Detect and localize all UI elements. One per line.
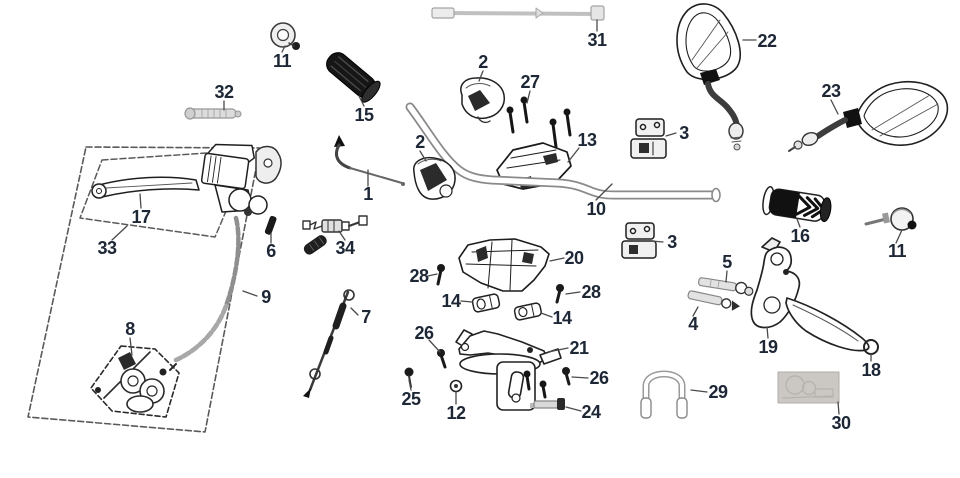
part-label-28: 28 xyxy=(581,282,601,302)
part-5-bolt-drawing xyxy=(697,277,754,296)
part-label-2: 2 xyxy=(478,52,488,72)
part-2-lower-switch-drawing xyxy=(413,156,456,200)
part-31-rod-drawing xyxy=(431,5,605,21)
part-21-stem-drawing xyxy=(455,329,562,411)
part-11-left-drawing xyxy=(270,22,300,50)
part-34-switch-drawing xyxy=(302,215,368,255)
part-15-grip-drawing xyxy=(326,52,381,103)
part-23-mirror-drawing xyxy=(788,80,949,152)
part-27-bolts-drawing xyxy=(506,96,529,134)
part-label-16: 16 xyxy=(790,226,810,246)
part-label-5: 5 xyxy=(722,252,732,272)
part-4-bolt-drawing xyxy=(687,290,740,311)
part-22-mirror-drawing xyxy=(676,3,744,151)
part-30-inset-drawing xyxy=(777,371,840,404)
part-28-bolts-drawing xyxy=(436,264,564,304)
leader-lines xyxy=(111,19,903,415)
part-11-right-drawing xyxy=(864,207,917,231)
part-label-11: 11 xyxy=(887,241,907,261)
part-label-21: 21 xyxy=(569,338,589,358)
part-label-26: 26 xyxy=(414,323,434,343)
part-label-15: 15 xyxy=(354,105,374,125)
part-label-25: 25 xyxy=(401,389,421,409)
part-label-31: 31 xyxy=(587,30,607,50)
part-label-23: 23 xyxy=(821,81,841,101)
part-6-pin-drawing xyxy=(264,215,277,235)
part-25-bolt-drawing xyxy=(404,367,414,388)
part-24-bolt-drawing xyxy=(530,398,565,410)
part-2-upper-switch-drawing xyxy=(460,77,506,124)
part-label-22: 22 xyxy=(757,31,777,51)
outer-detail-box xyxy=(27,146,261,433)
part-1-cable-drawing xyxy=(334,135,405,186)
part-label-29: 29 xyxy=(708,382,728,402)
part-label-10: 10 xyxy=(586,199,606,219)
part-18-lever-drawing xyxy=(785,297,879,355)
part-label-27: 27 xyxy=(520,72,540,92)
part-label-33: 33 xyxy=(97,238,117,258)
part-label-6: 6 xyxy=(266,241,276,261)
part-12-washer-drawing xyxy=(449,379,463,393)
part-14-spacers-drawing xyxy=(471,293,542,321)
part-label-12: 12 xyxy=(446,403,466,423)
part-label-2: 2 xyxy=(415,132,425,152)
part-label-28: 28 xyxy=(409,266,429,286)
part-3-upper-clamp-drawing xyxy=(630,118,667,159)
part-label-34: 34 xyxy=(335,238,355,258)
part-label-7: 7 xyxy=(361,307,371,327)
part-label-24: 24 xyxy=(581,402,601,422)
part-26-bolts-drawing xyxy=(437,349,571,386)
part-label-17: 17 xyxy=(131,207,151,227)
part-label-8: 8 xyxy=(125,319,135,339)
part-3-lower-clamp-drawing xyxy=(621,222,657,259)
inner-detail-box xyxy=(79,149,253,238)
part-32-bolt-drawing xyxy=(184,107,242,120)
part-17-lever-assembly-drawing xyxy=(91,143,282,216)
part-label-3: 3 xyxy=(667,232,677,252)
part-label-1: 1 xyxy=(363,184,373,204)
part-label-3: 3 xyxy=(679,123,689,143)
part-label-14: 14 xyxy=(552,308,572,328)
part-label-26: 26 xyxy=(589,368,609,388)
part-16-grip-drawing xyxy=(762,186,832,223)
part-label-18: 18 xyxy=(861,360,881,380)
part-label-9: 9 xyxy=(261,287,271,307)
part-label-20: 20 xyxy=(564,248,584,268)
part-label-19: 19 xyxy=(758,337,778,357)
part-13-bolts-drawing xyxy=(549,108,572,149)
part-20-cover-drawing xyxy=(458,238,550,292)
part-9-hose-drawing xyxy=(173,215,241,363)
part-label-11: 11 xyxy=(272,51,292,71)
part-label-30: 30 xyxy=(831,413,851,433)
part-label-4: 4 xyxy=(688,314,698,334)
part-8-caliper-drawing xyxy=(90,345,180,418)
part-label-32: 32 xyxy=(214,82,234,102)
part-7-cable-drawing xyxy=(303,289,355,398)
part-label-14: 14 xyxy=(441,291,461,311)
part-label-13: 13 xyxy=(577,130,597,150)
part-29-clamp-drawing xyxy=(640,370,688,419)
part-10-handlebar-drawing xyxy=(405,102,721,203)
